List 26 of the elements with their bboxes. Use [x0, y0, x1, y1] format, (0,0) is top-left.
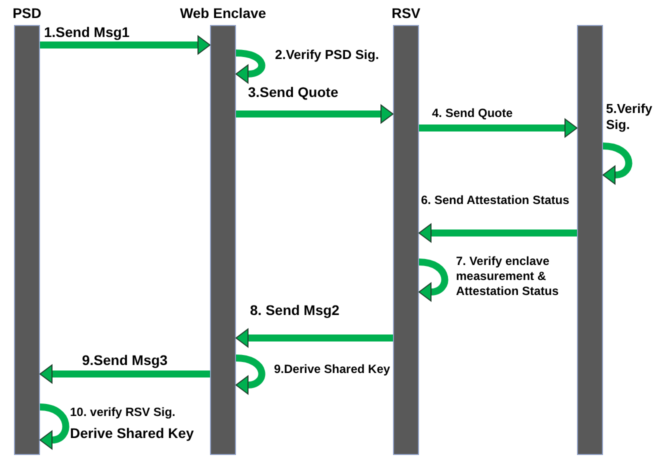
- edge-label: 9.Send Msg3: [82, 352, 169, 370]
- step-note: Derive Shared Key: [70, 424, 194, 443]
- edge-label: 8. Send Msg2: [250, 302, 340, 320]
- edge-label: 1.Send Msg1: [44, 24, 131, 42]
- edge-label: 5.Verify Sig.: [606, 101, 654, 134]
- edge-label: 7. Verify enclave measurement & Attestation Status: [456, 254, 560, 299]
- lifeline-label: Web Enclave: [180, 4, 266, 22]
- edge-label: 2.Verify PSD Sig.: [275, 47, 380, 64]
- arrow: [236, 354, 266, 394]
- edge-label: 10. verify RSV Sig.: [70, 405, 176, 420]
- arrow: [419, 118, 578, 138]
- edge-label: 9.Derive Shared Key: [274, 362, 391, 377]
- arrow: [236, 328, 393, 348]
- edge-label: 4. Send Quote: [432, 106, 514, 121]
- arrow: [236, 50, 266, 84]
- arrow: [236, 104, 394, 124]
- arrow: [418, 258, 448, 302]
- arrow: [602, 142, 632, 184]
- edge-label: 3.Send Quote: [248, 84, 340, 102]
- lifeline-label: PSD: [12, 4, 42, 22]
- arrow: [40, 404, 70, 450]
- arrow: [40, 364, 210, 384]
- arrow: [418, 224, 577, 242]
- edge-label: 6. Send Attestation Status: [421, 193, 570, 208]
- lifeline-label: RSV: [392, 4, 420, 22]
- arrow: [40, 36, 210, 54]
